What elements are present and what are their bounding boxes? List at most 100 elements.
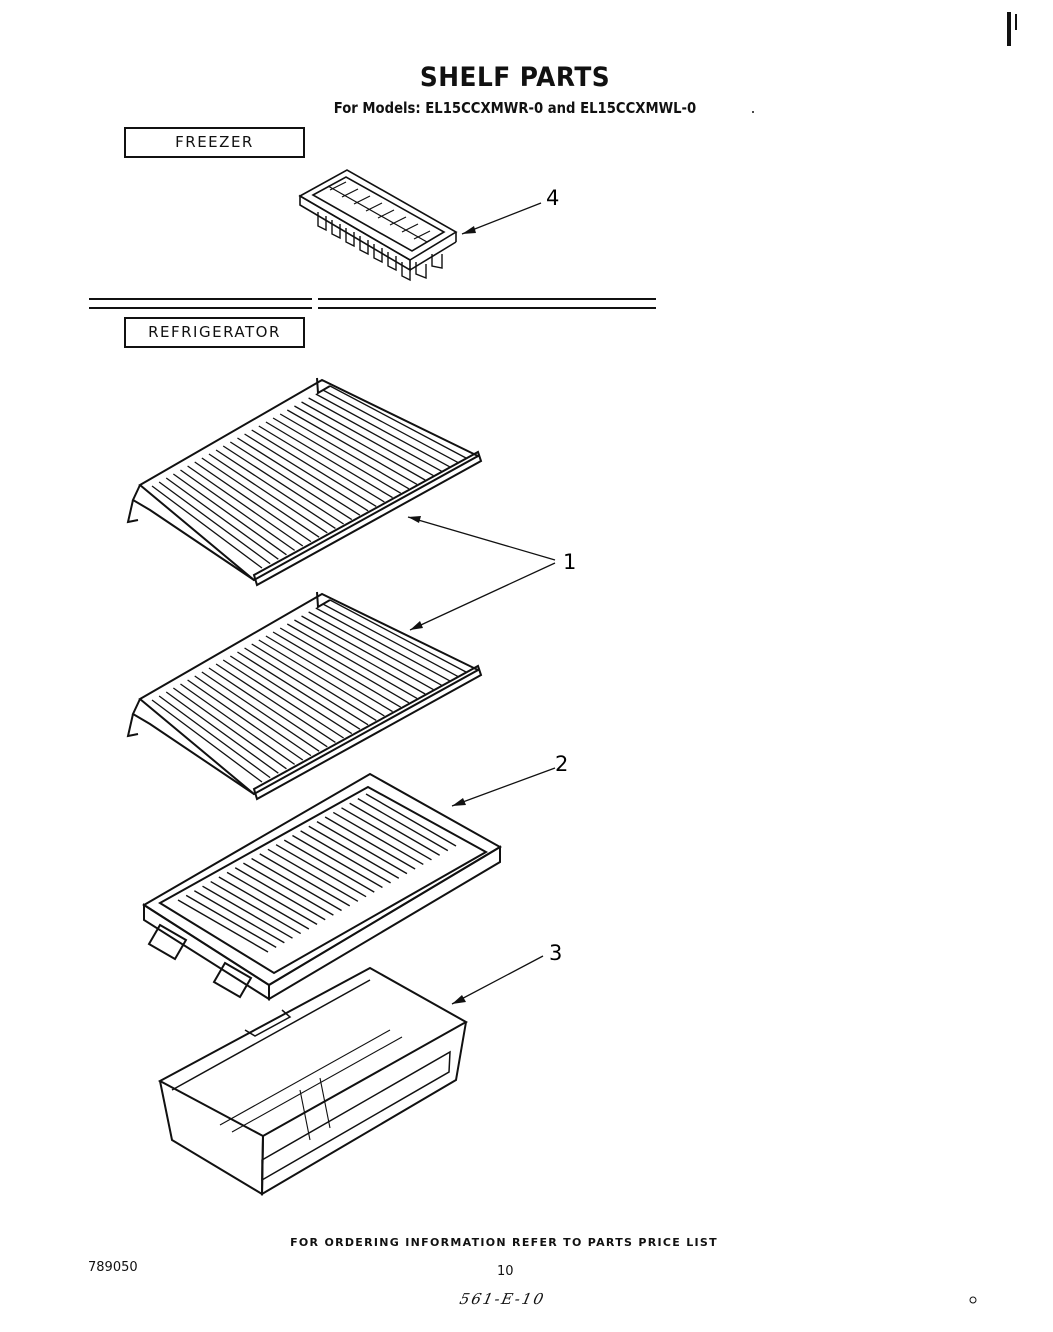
models-subtitle: For Models: EL15CCXMWR-0 and EL15CCXMWL-… <box>333 99 697 117</box>
shelf-wire <box>158 695 271 779</box>
wire-shelf-upper-drawing <box>126 377 483 587</box>
cover-slot <box>251 857 342 912</box>
shelf-wire <box>251 643 377 721</box>
handwritten-code: 561-E-10 <box>458 1290 548 1308</box>
shelf-front-rail <box>252 664 483 801</box>
ice-tray-drawing <box>298 169 458 282</box>
shelf-hook <box>126 713 139 738</box>
shelf-side-rail <box>131 698 255 795</box>
cover-slot <box>316 821 408 875</box>
shelf-hook <box>126 499 139 524</box>
shelf-wire <box>151 485 263 569</box>
wire-shelf-lower-drawing <box>126 591 483 801</box>
shelf-wire <box>308 397 442 472</box>
page-number: 10 <box>497 1264 514 1279</box>
cover-slot <box>210 880 302 935</box>
shelf-wire <box>158 481 271 565</box>
shelf-wire <box>322 389 459 463</box>
shelf-wire <box>308 611 442 686</box>
shelf-wire <box>294 405 426 481</box>
leader-line-3 <box>451 955 544 1005</box>
freezer-section-label: FREEZER <box>124 127 305 158</box>
shelf-wire <box>272 631 402 708</box>
cover-slot <box>267 848 359 902</box>
callout-2: 2 <box>555 752 568 776</box>
shelf-wire <box>222 445 344 525</box>
shelf-wire <box>187 465 304 547</box>
shelf-wire <box>301 401 434 477</box>
shelf-wire <box>265 635 393 713</box>
cover-slot <box>365 793 457 847</box>
shelf-wire <box>237 651 361 730</box>
leader-line-1a <box>407 516 556 561</box>
shelf-wire <box>208 667 328 748</box>
cover-slot <box>202 885 293 939</box>
shelf-wire <box>329 385 467 459</box>
shelf-front-rail <box>252 450 483 587</box>
shelf-wire <box>172 687 287 770</box>
shelf-wire <box>208 453 328 534</box>
cover-slot <box>234 867 326 921</box>
shelf-wire <box>165 477 279 560</box>
cover-slot <box>324 816 416 870</box>
shelf-wire <box>279 627 410 704</box>
cover-slot <box>275 844 367 898</box>
leader-line-4 <box>461 202 542 235</box>
shelf-wire <box>322 603 459 677</box>
cover-slot <box>332 811 424 866</box>
shelf-wire <box>258 639 385 717</box>
shelf-wire <box>315 607 450 682</box>
cover-slot <box>185 894 277 948</box>
leader-lines <box>407 202 556 1005</box>
cover-slot <box>259 853 351 907</box>
shelf-side-rail <box>131 484 255 581</box>
cover-slot <box>308 825 400 879</box>
shelf-wire <box>272 417 402 494</box>
crisper-cover-drawing <box>142 772 502 1001</box>
crisper-pan-drawing <box>157 966 469 1196</box>
shelf-wire <box>201 671 320 752</box>
section-divider <box>89 298 656 309</box>
callout-1: 1 <box>563 550 576 574</box>
shelf-wire <box>229 441 353 521</box>
callout-4: 4 <box>546 186 559 210</box>
shelf-frame <box>138 378 481 582</box>
cover-slot <box>226 871 318 925</box>
shelf-wire <box>301 615 434 691</box>
cover-slot <box>177 899 269 953</box>
shelf-wire <box>244 647 369 726</box>
shelf-wire <box>251 429 377 507</box>
leader-line-1b <box>409 562 556 631</box>
shelf-wire <box>258 425 385 503</box>
shelf-wire <box>187 679 304 761</box>
shelf-wire <box>201 457 320 538</box>
shelf-wire <box>151 699 263 783</box>
shelf-back-post <box>316 591 331 609</box>
shelf-wire <box>180 469 296 551</box>
cover-slot <box>193 890 285 944</box>
shelf-wire <box>229 655 353 735</box>
ordering-note: FOR ORDERING INFORMATION REFER TO PARTS … <box>290 1236 718 1249</box>
cover-slot <box>300 830 391 884</box>
shelf-wire <box>294 619 426 695</box>
shelf-wire <box>215 449 336 529</box>
shelf-wire <box>265 421 393 499</box>
refrigerator-section-label: REFRIGERATOR <box>124 317 305 348</box>
shelf-wire <box>180 683 296 765</box>
shelf-wire <box>215 663 336 743</box>
shelf-wire <box>244 433 369 512</box>
shelf-wire <box>165 691 279 774</box>
shelf-wire <box>279 413 410 490</box>
shelf-wire <box>286 623 418 699</box>
shelf-wire <box>194 675 312 757</box>
shelf-frame <box>138 592 481 796</box>
shelf-wire <box>222 659 344 739</box>
shelf-wire <box>172 473 287 556</box>
shelf-wire <box>329 599 467 673</box>
callout-3: 3 <box>549 941 562 965</box>
cover-slot <box>283 839 375 893</box>
shelf-wire <box>286 409 418 485</box>
shelf-back-post <box>316 377 331 395</box>
cover-slot <box>349 802 441 856</box>
